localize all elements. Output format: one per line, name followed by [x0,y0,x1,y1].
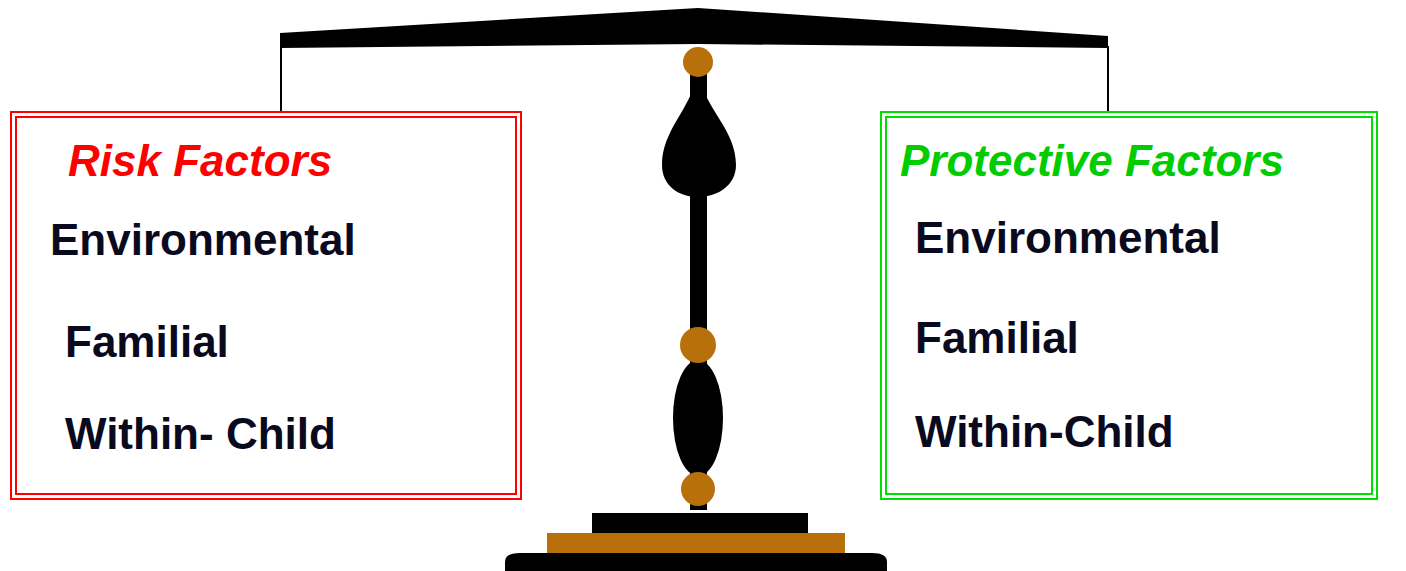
factor-item: Familial [65,320,229,364]
factor-item: Within- Child [65,412,336,456]
factor-item: Familial [915,316,1079,360]
box-heading: Risk Factors [68,139,332,183]
pole-knob [681,472,715,506]
pole-knob [683,47,713,77]
hanging-string [1107,46,1109,113]
factor-item: Environmental [50,218,356,262]
scale-base [505,553,887,571]
pole-knob [680,327,716,363]
box-heading: Protective Factors [900,139,1284,183]
hanging-string [280,46,282,113]
pole-bulb [673,360,723,476]
scale-base [547,533,845,553]
factor-item: Environmental [915,216,1221,260]
scale-beam [280,8,1108,48]
scale-base [592,513,808,534]
factor-box: Protective FactorsEnvironmentalFamilialW… [880,111,1378,500]
factor-box: Risk FactorsEnvironmentalFamilialWithin-… [10,111,522,500]
pole-teardrop [662,74,736,197]
factor-item: Within-Child [915,410,1174,454]
